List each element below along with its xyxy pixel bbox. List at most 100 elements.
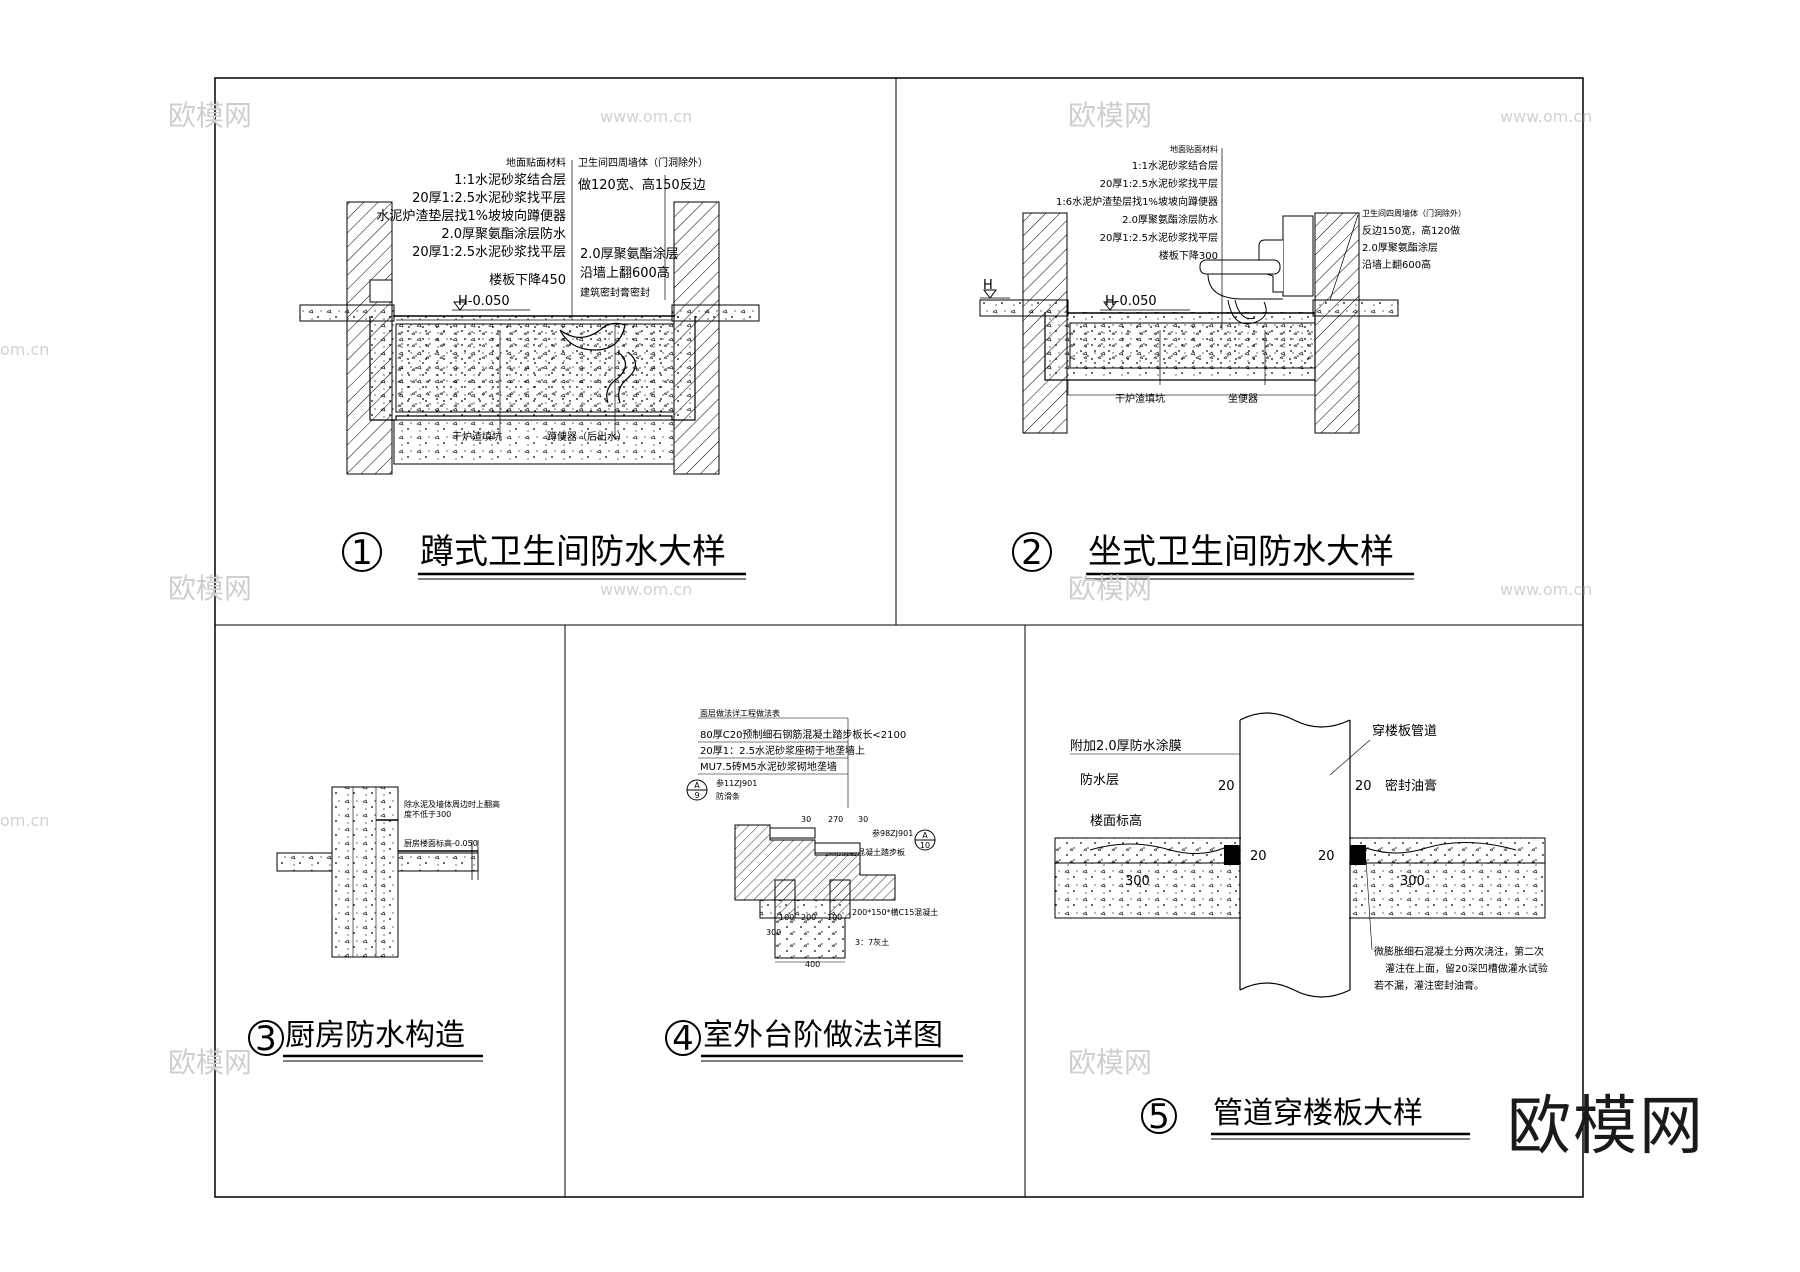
watermark-logo: 欧模网: [168, 572, 252, 605]
p1-note: 建筑密封膏密封: [580, 286, 650, 299]
p5-note: 灌注在上面，留20深凹槽做灌水试验: [1385, 962, 1548, 975]
panel-1-squat-toilet-detail: H-0.050 地面贴面材料 1:1水泥砂浆结合层 20厚1:2.5水泥砂浆找平…: [299, 156, 760, 580]
p5-note: 防水层: [1080, 772, 1119, 788]
p1-level-label: H-0.050: [458, 294, 510, 309]
p3-note: 厨房楼面标高-0.050: [404, 838, 478, 848]
p4-dim: 300: [766, 928, 781, 937]
p5-note: 楼面标高: [1090, 813, 1142, 829]
p2-notes-right: 卫生间四周墙体（门洞除外） 反边150宽，高120做 2.0厚聚氨酯涂层 沿墙上…: [1362, 208, 1466, 271]
p5-note: 密封油膏: [1385, 778, 1437, 794]
watermark-logo: 欧模网: [1068, 99, 1152, 132]
watermark-url-layer: www.om.cn www.om.cn www.om.cn www.om.cn …: [0, 107, 1592, 830]
p2-bottom-label: 干炉渣填坑: [1115, 392, 1165, 405]
watermark-url: www.om.cn: [1500, 107, 1592, 126]
p3-caption-title: 厨房防水构造: [285, 1018, 465, 1053]
panel-3-kitchen-waterproofing: 除水泥及墙体周边时上翻高 度不低于300 厨房楼面标高-0.050 3 厨房防水…: [248, 786, 500, 1062]
p1-caption-number: 1: [351, 533, 373, 573]
watermark-url: om.cn: [0, 811, 49, 830]
p5-dim: 20: [1318, 849, 1335, 864]
p4-dim: 270: [828, 815, 843, 824]
watermark-logo: 欧模网: [168, 1046, 252, 1079]
p2-note: 1:1水泥砂浆结合层: [1132, 159, 1218, 172]
p1-notes-left: 地面贴面材料 1:1水泥砂浆结合层 20厚1:2.5水泥砂浆找平层 水泥炉渣垫层…: [376, 156, 566, 288]
watermark-logo: 欧模网: [1068, 572, 1152, 605]
p3-note: 度不低于300: [404, 809, 451, 819]
p5-dim: 20: [1218, 779, 1235, 794]
watermark-url: om.cn: [0, 340, 49, 359]
p2-note: 楼板下降300: [1159, 249, 1218, 262]
p4-ref: 预制钢筋混凝土踏步板: [825, 847, 905, 857]
p4-dim: 30: [858, 815, 868, 824]
p4-note: 80厚C20预制细石钢筋混凝土踏步板长<2100: [700, 728, 906, 741]
p5-dim: 20: [1250, 849, 1267, 864]
p1-note: 沿墙上翻600高: [580, 265, 670, 281]
p2-note: 反边150宽，高120做: [1362, 224, 1460, 237]
p2-level-h: H: [983, 278, 993, 293]
p1-note: 2.0厚聚氨酯涂层: [580, 246, 679, 262]
p2-notes-left: 地面贴面材料 1:1水泥砂浆结合层 20厚1:2.5水泥砂浆找平层 1:6水泥炉…: [1056, 144, 1218, 262]
p4-note: 20厚1：2.5水泥砂浆座砌于地垄墙上: [700, 744, 865, 757]
p4-dim: 400: [805, 960, 820, 969]
p4-ref-10: 10: [920, 841, 930, 850]
p1-note: 20厚1:2.5水泥砂浆找平层: [412, 191, 566, 206]
p5-dim: 300: [1400, 874, 1425, 889]
p4-ref: 防滑条: [716, 791, 740, 801]
p1-note: 20厚1:2.5水泥砂浆找平层: [412, 245, 566, 260]
p1-note: 做120宽、高150反边: [578, 177, 706, 193]
p4-dim: 100: [779, 913, 794, 922]
p1-note: 卫生间四周墙体（门洞除外）: [578, 156, 708, 169]
p1-notes-right: 卫生间四周墙体（门洞除外） 做120宽、高150反边 2.0厚聚氨酯涂层 沿墙上…: [578, 156, 708, 299]
p3-note: 除水泥及墙体周边时上翻高: [404, 799, 500, 809]
p5-note: 若不漏，灌注密封油膏。: [1374, 979, 1484, 992]
p4-dim: 30: [801, 815, 811, 824]
p5-caption-number: 5: [1148, 1097, 1170, 1137]
p2-note: 沿墙上翻600高: [1362, 258, 1431, 271]
p4-caption-title: 室外台阶做法详图: [703, 1018, 943, 1053]
p2-note: 20厚1:2.5水泥砂浆找平层: [1100, 231, 1218, 244]
p4-caption-number: 4: [672, 1019, 694, 1059]
p5-pipe: [1241, 720, 1349, 990]
watermark-url: www.om.cn: [1500, 580, 1592, 599]
p1-note: 2.0厚聚氨酯涂层防水: [441, 226, 566, 242]
p5-dim: 20: [1355, 779, 1372, 794]
p4-ref: 3：7灰土: [855, 937, 889, 947]
p5-dim: 300: [1125, 874, 1150, 889]
p2-toilet-symbol: [1199, 215, 1314, 325]
p2-note: 2.0厚聚氨酯涂层: [1362, 241, 1438, 254]
watermark-big-logo: 欧模网: [1507, 1090, 1705, 1164]
p4-ref: 参11ZJ901: [716, 778, 757, 788]
p2-caption-title: 坐式卫生间防水大样: [1088, 532, 1394, 572]
p1-bottom-label: 蹲便器（后出水）: [547, 430, 627, 443]
p4-ref: 参98ZJ901: [872, 828, 913, 838]
p1-note: 地面贴面材料: [506, 156, 566, 169]
p2-note: 1:6水泥炉渣垫层找1%坡坡向蹲便器: [1056, 195, 1218, 208]
watermark-logo: 欧模网: [168, 99, 252, 132]
p5-caption-title: 管道穿楼板大样: [1213, 1096, 1423, 1131]
p2-note: 地面贴面材料: [1170, 144, 1218, 154]
watermark-logo: 欧模网: [1068, 1046, 1152, 1079]
p2-bottom-label: 坐便器: [1228, 392, 1258, 405]
p2-level-label: H-0.050: [1105, 294, 1157, 309]
p4-note: 面层做法详工程做法表: [700, 708, 780, 718]
p4-dim: 100: [827, 913, 842, 922]
p4-ref-9: 9: [694, 791, 699, 800]
p1-cinder-fill: [395, 323, 675, 413]
panel-2-seated-toilet-detail: H H-0.050 地面贴面材料 1:1水泥砂浆结合层 20厚1:2.5水泥砂浆…: [979, 144, 1466, 580]
watermark-url: www.om.cn: [600, 107, 692, 126]
sheet-border: [214, 77, 1584, 1198]
p3-wall: [331, 786, 399, 958]
panel-5-pipe-through-slab: 附加2.0厚防水涂膜 防水层 楼面标高 穿楼板管道 密封油膏 微膨胀细石混凝土分…: [1054, 712, 1548, 1140]
p1-caption-title: 蹲式卫生间防水大样: [420, 532, 726, 572]
p2-note: 2.0厚聚氨酯涂层防水: [1122, 213, 1218, 226]
p4-dim: 200: [801, 913, 816, 922]
p4-ref: 200*150*横C15混凝土: [852, 907, 938, 917]
p3-caption-number: 3: [255, 1019, 277, 1059]
p2-note: 20厚1:2.5水泥砂浆找平层: [1100, 177, 1218, 190]
p2-caption-number: 2: [1021, 533, 1043, 573]
p4-ref-a: A: [694, 781, 700, 790]
p4-notes: 面层做法详工程做法表 80厚C20预制细石钢筋混凝土踏步板长<2100 20厚1…: [698, 708, 906, 808]
watermark-url: www.om.cn: [600, 580, 692, 599]
p2-note: 卫生间四周墙体（门洞除外）: [1362, 208, 1466, 218]
p2-right-wall: [1314, 212, 1360, 434]
